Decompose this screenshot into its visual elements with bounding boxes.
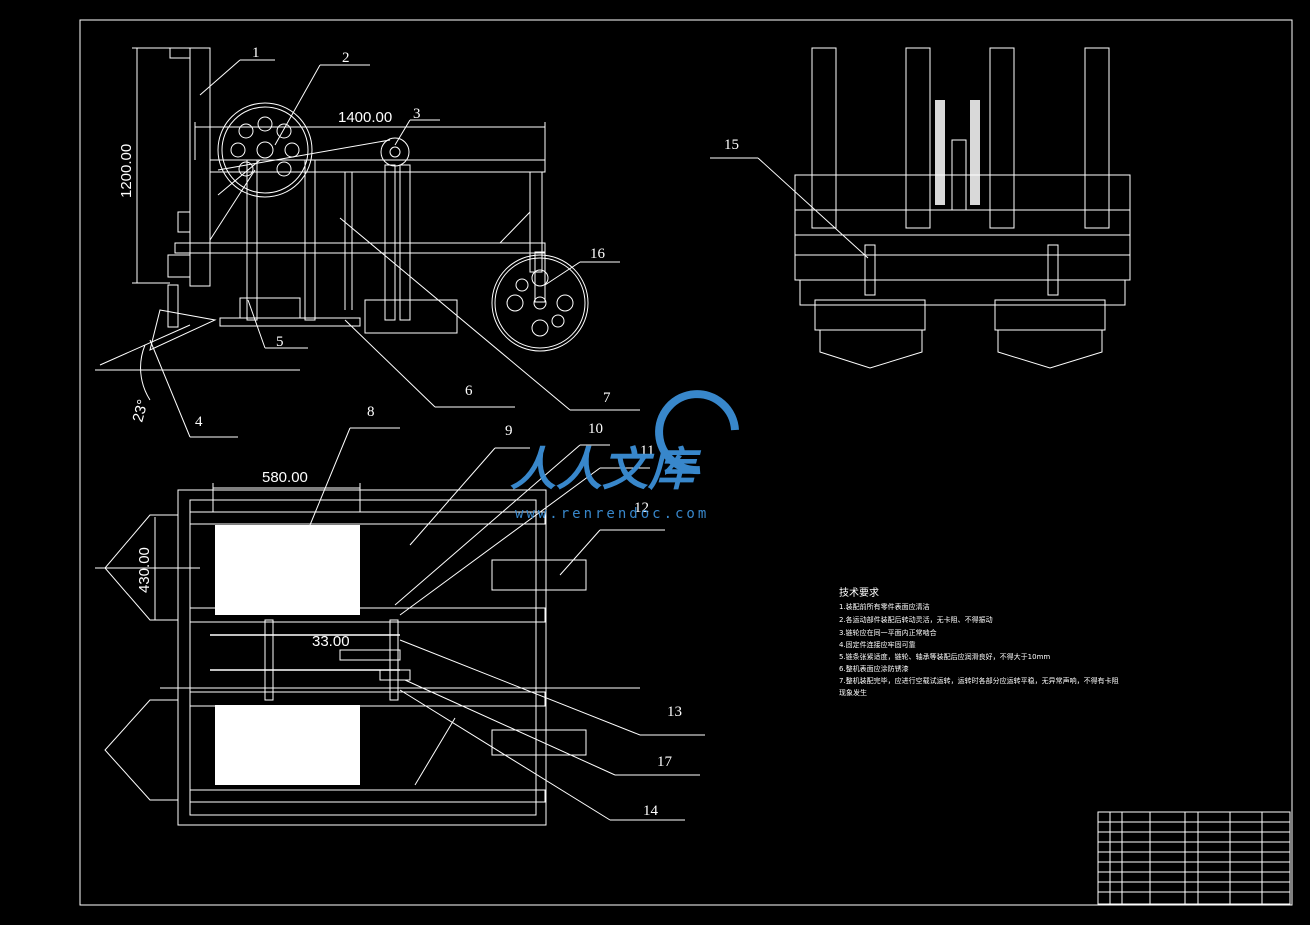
part-label-5: 5: [276, 334, 284, 350]
watermark-url: www.renrendoc.com: [515, 506, 709, 522]
front-view: [710, 47, 1131, 369]
watermark-logo-icon: [655, 390, 739, 475]
dimension-top-width: 580.00: [262, 469, 308, 486]
drawing-border: [79, 19, 1293, 906]
top-view: [95, 427, 705, 826]
dimension-inner: 33.00: [312, 633, 350, 650]
part-label-16: 16: [590, 246, 606, 262]
dimension-side-length: 1400.00: [338, 109, 392, 126]
dimension-side-height: 1200.00: [118, 144, 135, 198]
watermark: 人人文库 www.renrendoc.com: [510, 390, 739, 522]
part-label-1: 1: [252, 45, 260, 61]
part-label-7: 7: [603, 390, 611, 406]
dimension-top-height: 430.00: [136, 547, 153, 593]
dimension-angle: 23°: [129, 398, 151, 424]
part-label-15: 15: [724, 137, 739, 153]
part-label-13: 13: [667, 704, 682, 720]
tech-req-item: 3.链轮应在同一平面内正常啮合: [839, 628, 937, 637]
title-block: [1097, 811, 1291, 905]
tech-req-item: 7.整机装配完毕，应进行空载试运转，运转时各部分应运转平稳，无异常声响，不得有卡…: [839, 676, 1119, 685]
part-label-11: 11: [640, 443, 654, 459]
tech-req-item: 2.各运动部件装配后转动灵活，无卡阻、不得振动: [839, 615, 993, 624]
side-view: [95, 47, 640, 438]
tech-req-item: 现象发生: [839, 688, 867, 697]
part-label-10: 10: [588, 421, 603, 437]
part-label-17: 17: [657, 754, 673, 770]
part-label-4: 4: [195, 414, 203, 430]
tech-req-item: 6.整机表面应涂防锈漆: [839, 664, 909, 673]
part-label-3: 3: [413, 106, 421, 122]
tech-req-item: 1.装配前所有零件表面应清洁: [839, 602, 930, 611]
part-label-9: 9: [505, 423, 513, 439]
part-label-12: 12: [634, 500, 649, 516]
technical-requirements: 技术要求 1.装配前所有零件表面应清洁 2.各运动部件装配后转动灵活，无卡阻、不…: [839, 586, 1119, 697]
tech-req-item: 5.链条张紧适度，链轮、轴承等装配后应润滑良好，不得大于10mm: [839, 652, 1050, 661]
part-label-2: 2: [342, 50, 350, 66]
tech-req-heading: 技术要求: [839, 586, 879, 599]
part-label-8: 8: [367, 404, 375, 420]
tech-req-item: 4.固定件连接应牢固可靠: [839, 640, 916, 649]
part-label-6: 6: [465, 383, 473, 399]
watermark-text: 人人文库: [510, 442, 702, 496]
part-label-14: 14: [643, 803, 659, 819]
